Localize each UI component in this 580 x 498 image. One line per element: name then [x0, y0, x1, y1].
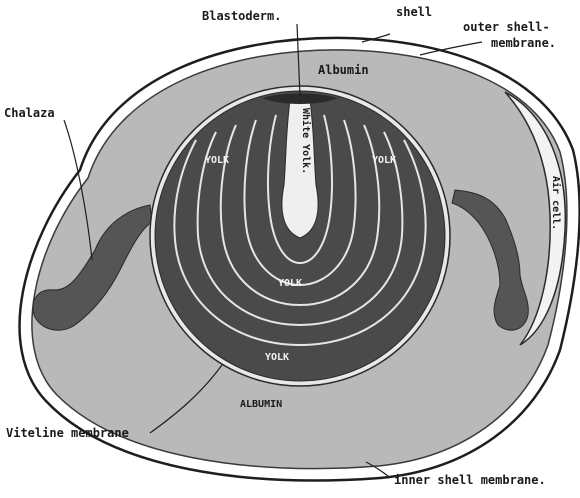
label-inner-shell-membrane: inner shell membrane.: [394, 473, 546, 487]
label-chalaza: Chalaza: [4, 106, 55, 120]
label-yolk-left: YOLK: [205, 155, 229, 166]
label-albumin-bottom: ALBUMIN: [240, 399, 282, 410]
label-yolk-right: YOLK: [372, 155, 396, 166]
label-viteline-membrane: Viteline membrane: [6, 426, 129, 440]
label-albumin-top: Albumin: [318, 63, 369, 77]
label-yolk-bottom: YOLK: [265, 352, 289, 363]
label-air-cell: Air cell.: [550, 176, 562, 230]
label-outer-shell-membrane-1: outer shell-: [463, 20, 550, 34]
label-white-yolk: White Yolk.: [300, 108, 312, 174]
label-blastoderm: Blastoderm.: [202, 9, 281, 23]
label-shell: shell: [396, 5, 432, 19]
label-yolk-center: YOLK: [278, 278, 302, 289]
label-outer-shell-membrane-2: membrane.: [491, 36, 556, 50]
